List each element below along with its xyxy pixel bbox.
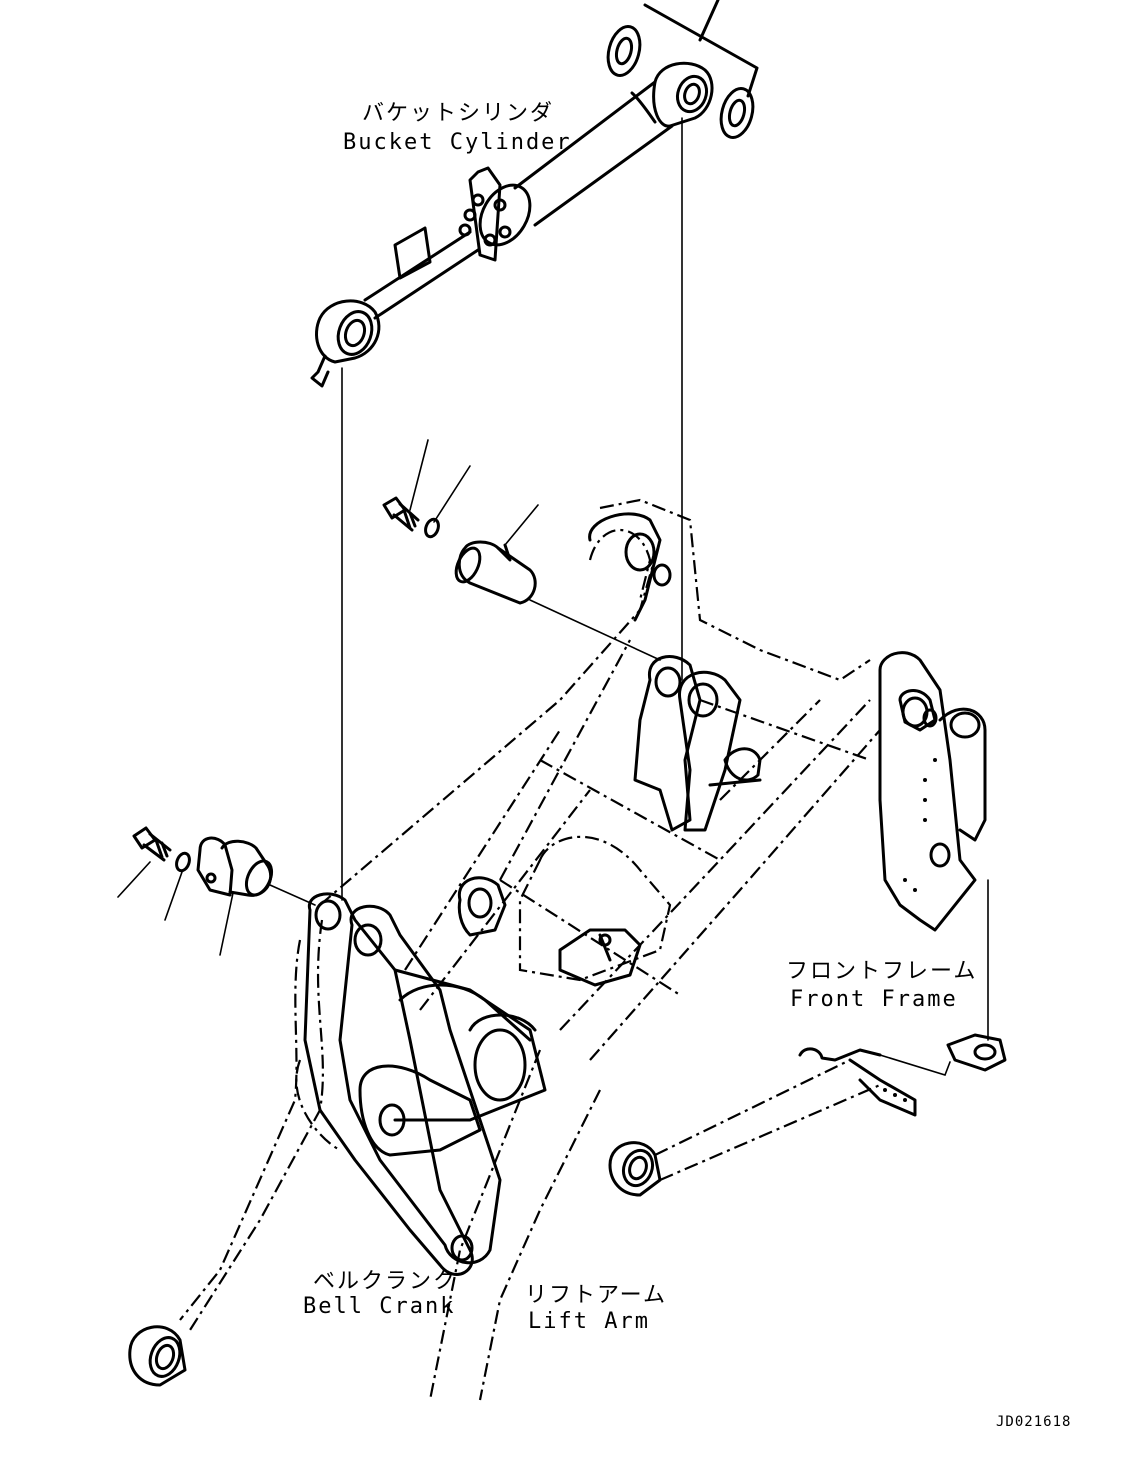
lift-arm-label-jp: リフトアーム xyxy=(525,1283,667,1308)
bell-crank-label-jp: ベルクランク xyxy=(313,1269,457,1294)
front-frame-label-jp: フロントフレーム xyxy=(786,959,977,984)
alignment-lines xyxy=(269,117,989,1041)
bell-crank-label-en: Bell Crank xyxy=(303,1294,455,1319)
bucket-cylinder xyxy=(310,0,759,388)
washer-top-left xyxy=(606,25,642,77)
bucket-cylinder-label-en: Bucket Cylinder xyxy=(343,130,572,155)
washer-top-right xyxy=(719,87,755,139)
pin-assembly-upper xyxy=(382,439,539,605)
lift-arm xyxy=(128,539,1007,1401)
bucket-cylinder-label-jp: バケットシリンダ xyxy=(362,101,554,126)
front-frame xyxy=(457,498,987,996)
labels: バケットシリンダ Bucket Cylinder フロントフレーム Front … xyxy=(303,101,1071,1430)
pin-assembly-lower xyxy=(117,826,274,956)
front-frame-label-en: Front Frame xyxy=(790,987,958,1012)
lift-arm-label-en: Lift Arm xyxy=(528,1309,650,1334)
bell-crank xyxy=(295,892,547,1276)
drawing-code: JD021618 xyxy=(996,1414,1071,1430)
